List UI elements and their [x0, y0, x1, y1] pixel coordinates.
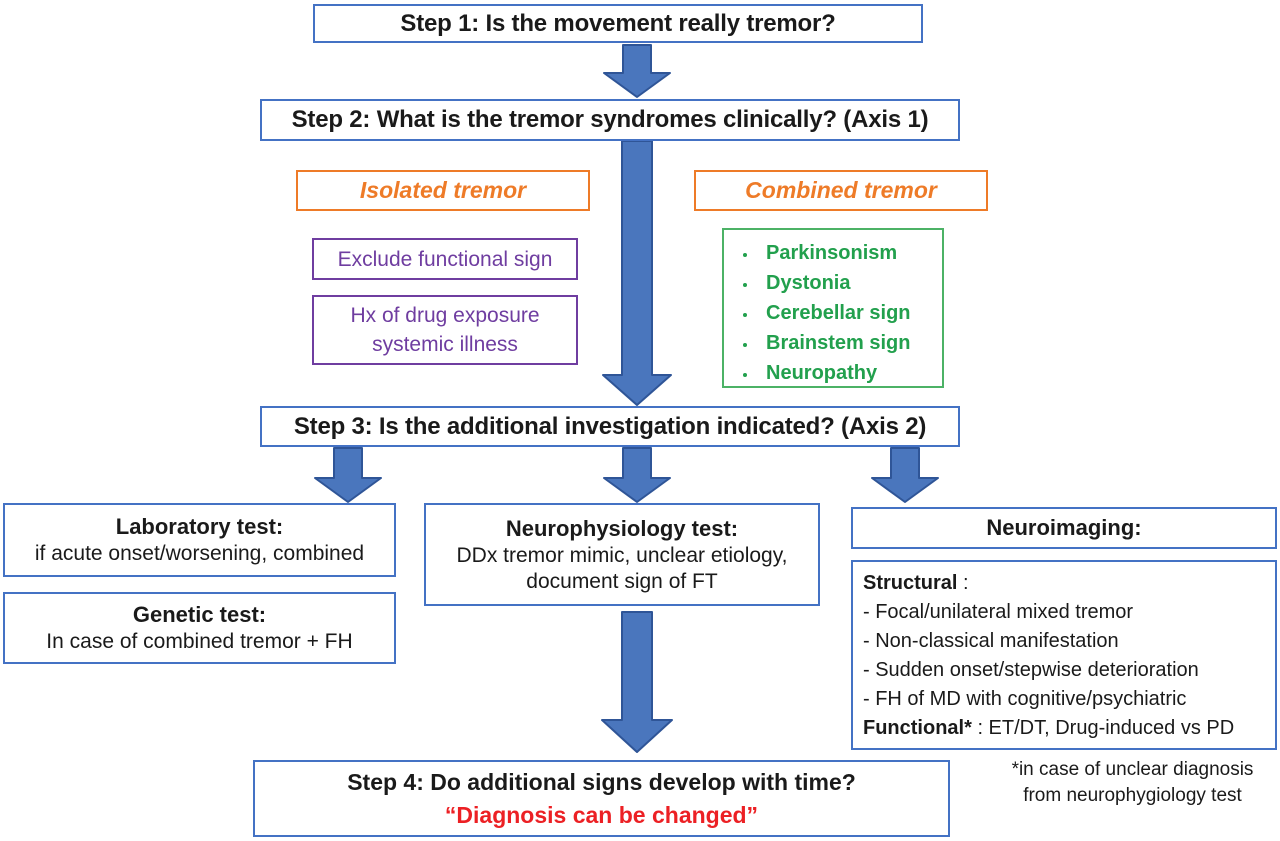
combined-signs-box: Parkinsonism Dystonia Cerebellar sign Br… — [722, 228, 944, 388]
arrow-step3-to-laboratory — [313, 446, 383, 504]
functional-label: Functional* — [863, 717, 972, 739]
isolated-tremor-label: Isolated tremor — [359, 177, 527, 203]
neurophysiology-test-body-line2: document sign of FT — [526, 569, 718, 593]
neurophysiology-test-body-line1: DDx tremor mimic, unclear etiology, — [456, 543, 788, 567]
isolated-tremor-box: Isolated tremor — [296, 170, 590, 211]
laboratory-test-title: Laboratory test: — [115, 514, 284, 539]
drug-exposure-line1: Hx of drug exposure — [350, 304, 540, 327]
structural-item: - FH of MD with cognitive/psychiatric — [863, 688, 1187, 710]
neuroimaging-detail-box: Structural : - Focal/unilateral mixed tr… — [851, 560, 1277, 750]
neuroimaging-title: Neuroimaging: — [986, 515, 1142, 540]
structural-item: - Focal/unilateral mixed tremor — [863, 601, 1134, 623]
footnote: *in case of unclear diagnosis from neuro… — [985, 757, 1280, 809]
functional-rest: : ET/DT, Drug-induced vs PD — [971, 717, 1235, 739]
laboratory-test-box: Laboratory test: if acute onset/worsenin… — [3, 503, 396, 577]
combined-sign-item: Cerebellar sign — [758, 298, 911, 328]
exclude-functional-sign-box: Exclude functional sign — [312, 238, 578, 280]
laboratory-test-body: if acute onset/worsening, combined — [34, 542, 365, 565]
combined-sign-item: Neuropathy — [758, 358, 911, 388]
genetic-test-title: Genetic test: — [132, 602, 267, 627]
genetic-test-body: In case of combined tremor + FH — [46, 630, 353, 653]
combined-sign-item: Dystonia — [758, 268, 911, 298]
arrow-step3-to-neuroimaging — [870, 446, 940, 504]
combined-sign-item: Parkinsonism — [758, 238, 911, 268]
exclude-functional-sign-text: Exclude functional sign — [337, 247, 553, 271]
arrow-step1-to-step2 — [602, 43, 672, 99]
neuroimaging-box: Neuroimaging: — [851, 507, 1277, 549]
combined-tremor-box: Combined tremor — [694, 170, 988, 211]
step3-box: Step 3: Is the additional investigation … — [260, 406, 960, 447]
neurophysiology-test-title: Neurophysiology test: — [505, 515, 739, 541]
step2-title: Step 2: What is the tremor syndromes cli… — [291, 106, 929, 133]
drug-exposure-box: Hx of drug exposure systemic illness — [312, 295, 578, 365]
functional-line: Functional* : ET/DT, Drug-induced vs PD — [863, 714, 1234, 743]
genetic-test-box: Genetic test: In case of combined tremor… — [3, 592, 396, 664]
step4-title: Step 4: Do additional signs develop with… — [347, 768, 856, 795]
combined-signs-list: Parkinsonism Dystonia Cerebellar sign Br… — [724, 238, 911, 388]
footnote-line1: *in case of unclear diagnosis — [1011, 759, 1254, 780]
structural-colon: : — [957, 572, 969, 594]
footnote-line2: from neurophygiology test — [1023, 785, 1242, 806]
step4-box: Step 4: Do additional signs develop with… — [253, 760, 950, 837]
structural-label: Structural — [863, 572, 958, 594]
arrow-step2-to-step3 — [601, 139, 673, 407]
step3-title: Step 3: Is the additional investigation … — [293, 412, 927, 440]
combined-tremor-label: Combined tremor — [745, 177, 937, 203]
structural-item: - Non-classical manifestation — [863, 630, 1119, 652]
combined-sign-item: Brainstem sign — [758, 328, 911, 358]
step2-box: Step 2: What is the tremor syndromes cli… — [260, 99, 960, 141]
arrow-step3-to-neurophysiology — [602, 446, 672, 504]
arrow-neurophysiology-to-step4 — [600, 610, 674, 754]
step1-box: Step 1: Is the movement really tremor? — [313, 4, 923, 43]
structural-heading: Structural : — [863, 569, 969, 598]
neurophysiology-test-box: Neurophysiology test: DDx tremor mimic, … — [424, 503, 820, 606]
structural-item: - Sudden onset/stepwise deterioration — [863, 659, 1199, 681]
step4-subtitle: “Diagnosis can be changed” — [444, 801, 759, 828]
drug-exposure-line2: systemic illness — [372, 333, 518, 356]
step1-title: Step 1: Is the movement really tremor? — [400, 9, 836, 37]
